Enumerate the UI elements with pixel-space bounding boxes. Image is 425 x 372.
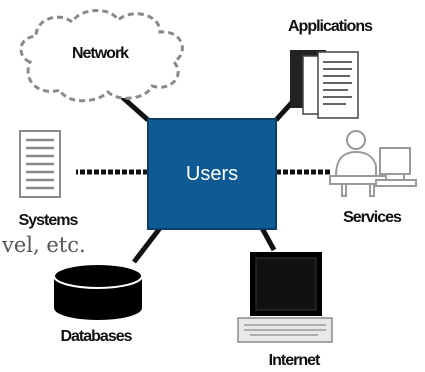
document-icon [19, 130, 61, 198]
applications-label: Applications [288, 18, 373, 35]
internet-label: Internet [269, 352, 321, 369]
cloud-icon [19, 9, 184, 103]
systems-label: Systems [19, 212, 79, 229]
users-hub-label: Users [186, 163, 238, 185]
databases-label: Databases [60, 328, 132, 345]
database-cylinder-icon [53, 263, 143, 320]
network-label: Network [72, 45, 129, 62]
connector-internet [259, 226, 277, 252]
documents-icon [290, 50, 359, 119]
laptop-icon [237, 252, 333, 343]
connector-databases [132, 226, 162, 264]
person-at-computer-icon [329, 130, 417, 197]
fragment-text: vel, etc. [1, 233, 86, 257]
users-hub-box [147, 118, 277, 230]
services-label: Services [343, 209, 402, 226]
